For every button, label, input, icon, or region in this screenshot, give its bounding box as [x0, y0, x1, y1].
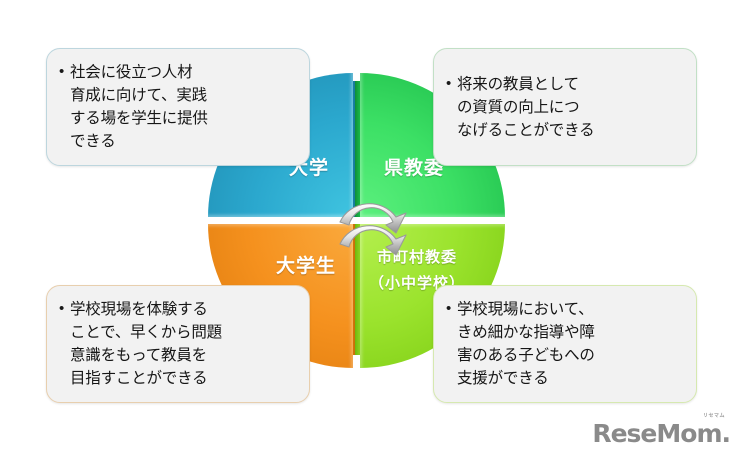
callout-text-students: 学校現場を体験する ことで、早くから問題 意識をもって教員を 目指すことができる: [70, 301, 222, 387]
callout-box-prefectural-board: • 将来の教員として の資質の向上につ なげることができる: [433, 48, 697, 166]
resemom-logo: ReseMom.リセマム: [592, 414, 731, 448]
callout-box-university: • 社会に役立つ人材 育成に向けて、実践 する場を学生に提供 できる: [46, 48, 310, 166]
callout-text-municipal-board: 学校現場において、 きめ細かな指導や障 害のある子どもへの 支援ができる: [457, 301, 595, 387]
bullet-glyph: •: [59, 300, 65, 317]
bullet-glyph: •: [446, 74, 452, 92]
cycle-arrows-group: [320, 182, 428, 290]
logo-period: .: [721, 419, 731, 448]
logo-text-om: om: [680, 419, 722, 448]
bullet-glyph: •: [446, 300, 452, 317]
logo-text-rese: Rese: [592, 419, 657, 448]
resemom-watermark: ReseMom.リセマム: [592, 414, 731, 448]
quadrant-label-prefectural-board: 県教委: [383, 158, 444, 179]
quadrant-edge-municipal-board: [355, 224, 360, 355]
quadrant-label-students: 大学生: [275, 256, 336, 277]
cycle-arrow-bottom: [339, 225, 407, 256]
callout-box-municipal-board: • 学校現場において、 きめ細かな指導や障 害のある子どもへの 支援ができる: [433, 285, 697, 403]
quadrant-edge-prefectural-board: [355, 81, 360, 217]
callout-box-students: • 学校現場を体験する ことで、早くから問題 意識をもって教員を 目指すことがで…: [46, 285, 310, 403]
logo-ruby-text: リセマム: [702, 413, 725, 419]
logo-text-m: M: [656, 419, 681, 448]
bullet-glyph: •: [59, 63, 65, 80]
cycle-arrow-top: [339, 203, 407, 234]
callout-text-university: 社会に役立つ人材 育成に向けて、実践 する場を学生に提供 できる: [70, 64, 208, 150]
callout-text-prefectural-board: 将来の教員として の資質の向上につ なげることができる: [457, 75, 595, 139]
